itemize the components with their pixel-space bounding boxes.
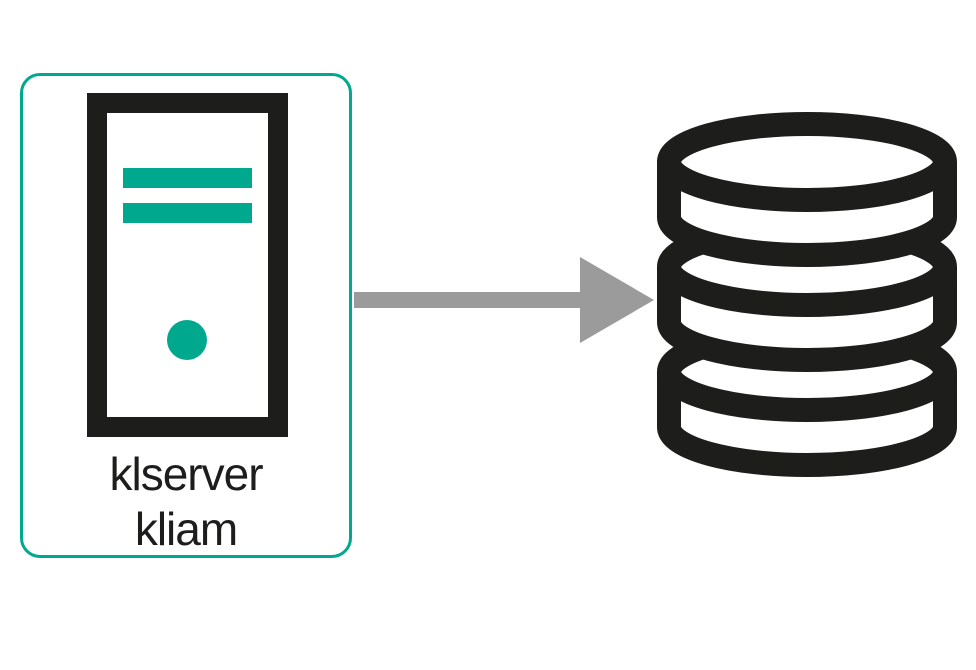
arrow-shaft <box>354 292 582 308</box>
arrow-right-icon <box>354 257 654 343</box>
server-service-label: kliam <box>134 503 238 555</box>
server-node-label: klserver kliam <box>20 447 352 557</box>
arrow-head <box>580 257 654 343</box>
server-tower-icon <box>87 93 288 437</box>
database-disk-top-top <box>657 112 957 212</box>
server-vent-bar-top <box>123 168 252 188</box>
server-vent-bar-bottom <box>123 203 252 223</box>
database-icon <box>657 112 957 477</box>
server-name-label: klserver <box>109 448 263 500</box>
server-tower-frame <box>87 93 288 437</box>
server-power-dot <box>167 320 207 360</box>
